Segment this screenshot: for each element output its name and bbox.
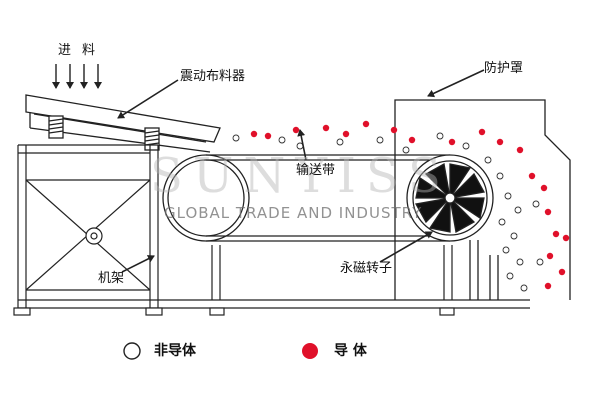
frame-label: 机架	[98, 271, 125, 286]
guard-label: 防护罩	[484, 61, 524, 76]
magnetic-rotor	[406, 154, 494, 242]
legend-non-conductor-swatch	[123, 342, 141, 360]
feed-arrows	[52, 64, 102, 89]
feed-label-2: 料	[82, 43, 96, 58]
protective-cover	[394, 99, 571, 300]
particles-non-conductor	[232, 132, 544, 292]
legend-conductor-swatch	[302, 343, 318, 359]
particles-conductor	[250, 120, 570, 290]
legend-conductor-label: 导 体	[334, 343, 367, 359]
conveyor-belt	[162, 154, 450, 242]
legend-non-conductor-label: 非导体	[154, 343, 196, 359]
vibrating-feeder	[25, 94, 221, 153]
feed-label-1: 进	[58, 43, 72, 58]
machine-frame	[13, 144, 530, 316]
label-arrows	[117, 69, 485, 273]
conveyor-belt-label: 输送带	[296, 163, 336, 178]
magnetic-rotor-label: 永磁转子	[340, 261, 393, 276]
vibrating-feeder-label: 震动布料器	[180, 69, 246, 84]
